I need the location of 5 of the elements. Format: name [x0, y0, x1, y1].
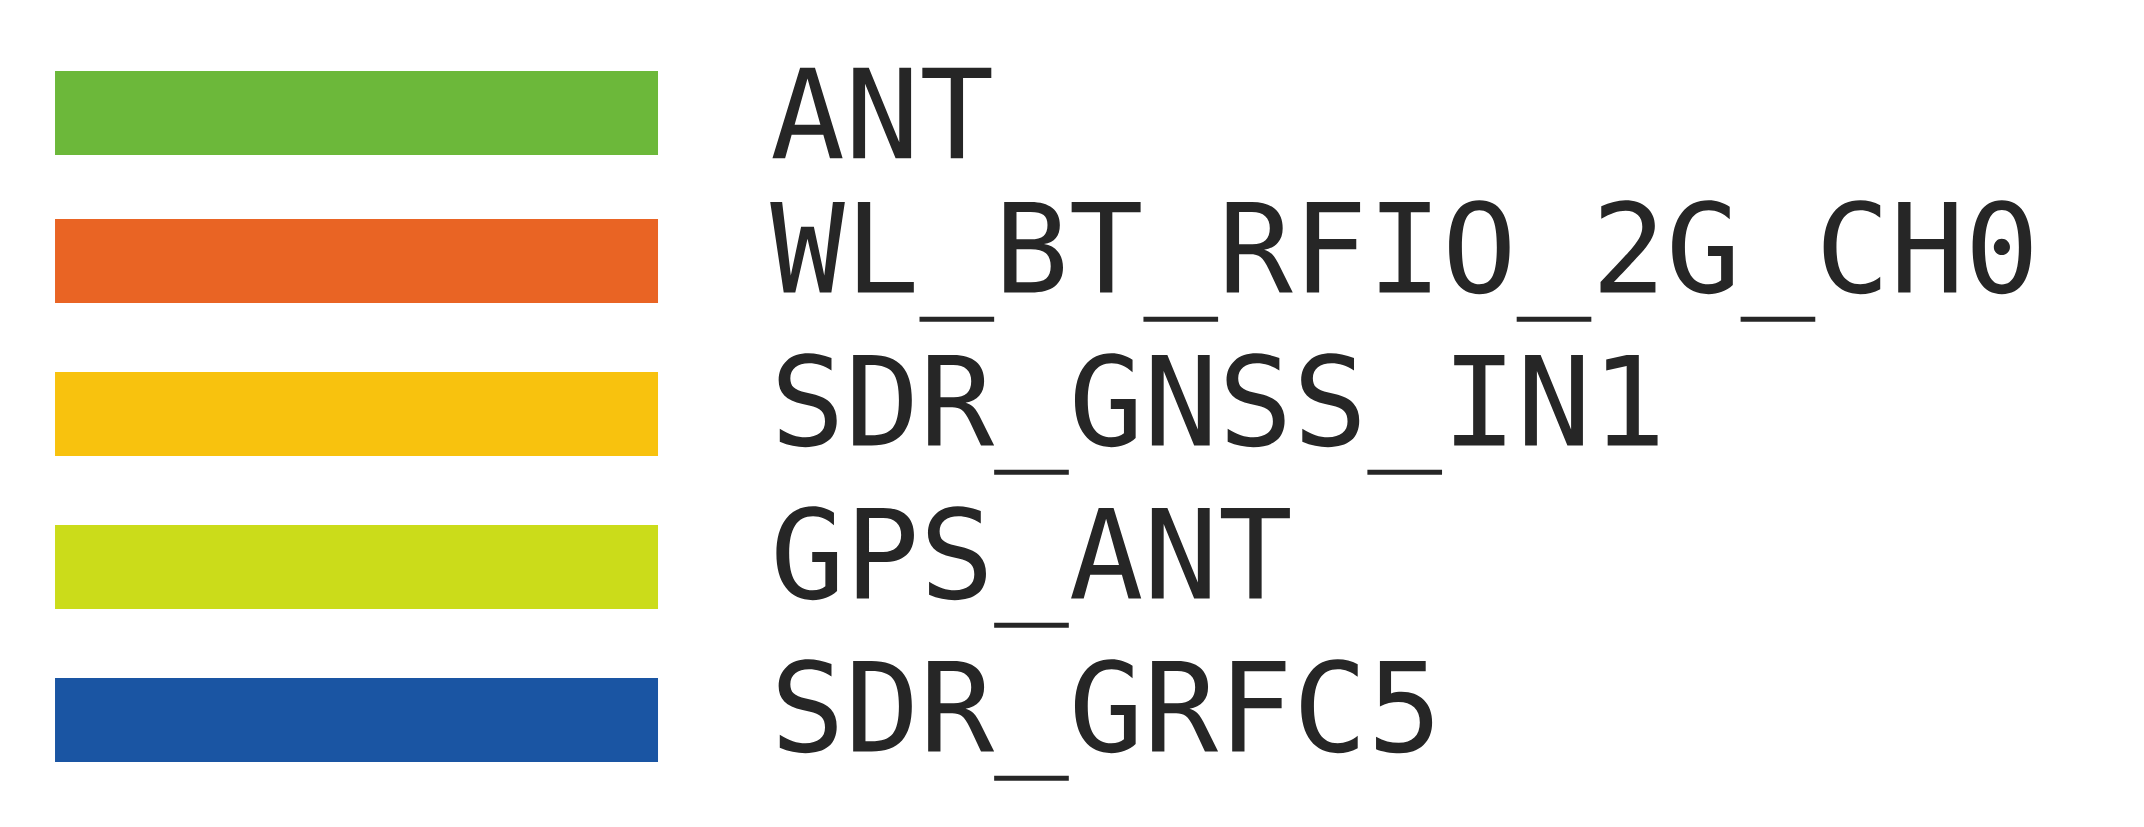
legend-label: GPS_ANT — [776, 506, 1290, 628]
legend-label: WL_BT_RFIO_2G_CH0 — [770, 200, 2032, 322]
legend-label: SDR_GRFC5 — [778, 659, 1433, 781]
legend-label: ANT — [772, 67, 992, 159]
legend-label: SDR_GNSS_IN1 — [778, 353, 1658, 475]
